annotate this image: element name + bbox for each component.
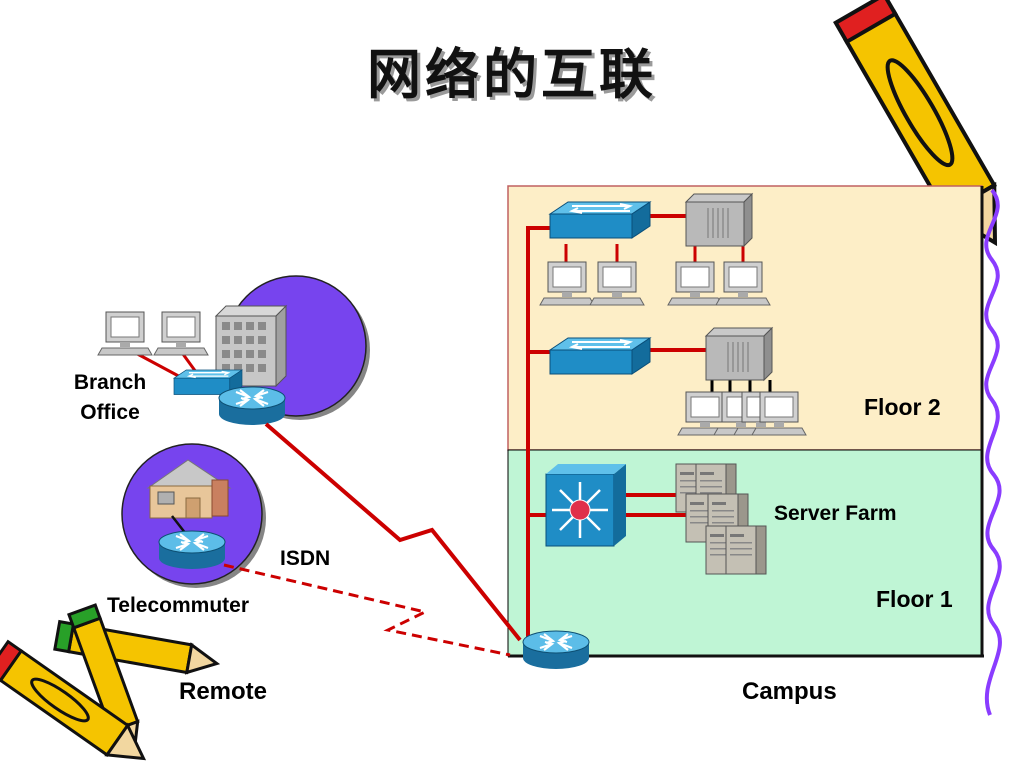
scribble-decoration-icon <box>984 188 1002 716</box>
server-farm-label: Server Farm <box>774 502 897 525</box>
floor2-hub-upper-icon[interactable] <box>685 193 753 247</box>
isdn-label: ISDN <box>280 547 331 570</box>
telecommuter-router-icon[interactable] <box>157 529 227 571</box>
floor2-switch-lower-icon[interactable] <box>549 337 651 375</box>
campus-router-icon[interactable] <box>521 629 591 671</box>
page-title: 网络的互联 <box>367 43 657 106</box>
floor1-label: Floor 1 <box>876 586 953 612</box>
floor2-pc-links <box>564 244 745 262</box>
branch-pc-2-icon[interactable] <box>153 311 209 356</box>
pencil-decoration-bottom-left-icon <box>0 603 221 761</box>
remote-label: Remote <box>179 678 268 705</box>
home-icon <box>146 459 232 519</box>
floor2-switch-upper-icon[interactable] <box>549 201 651 239</box>
multilayer-switch-icon[interactable] <box>545 464 626 547</box>
floor2-pc-8-icon[interactable] <box>751 391 807 436</box>
floor2-pc-1-icon[interactable] <box>539 261 595 306</box>
campus-links <box>526 214 706 650</box>
branch-office-label: Branch Office <box>73 371 147 424</box>
isdn-link <box>223 563 511 657</box>
branch-router-icon[interactable] <box>217 385 287 427</box>
floor2-hub-lower-icon[interactable] <box>705 327 773 381</box>
floor2-pc-3-icon[interactable] <box>667 261 723 306</box>
floor2-pc-2-icon[interactable] <box>589 261 645 306</box>
server-6-icon[interactable] <box>725 525 767 575</box>
floor2-pc-4-icon[interactable] <box>715 261 771 306</box>
campus-label: Campus <box>742 678 837 705</box>
branch-building-icon <box>214 304 288 388</box>
telecommuter-label: Telecommuter <box>107 594 249 617</box>
branch-wan-link <box>264 422 522 642</box>
branch-pc-1-icon[interactable] <box>97 311 153 356</box>
floor2-label: Floor 2 <box>864 394 941 420</box>
